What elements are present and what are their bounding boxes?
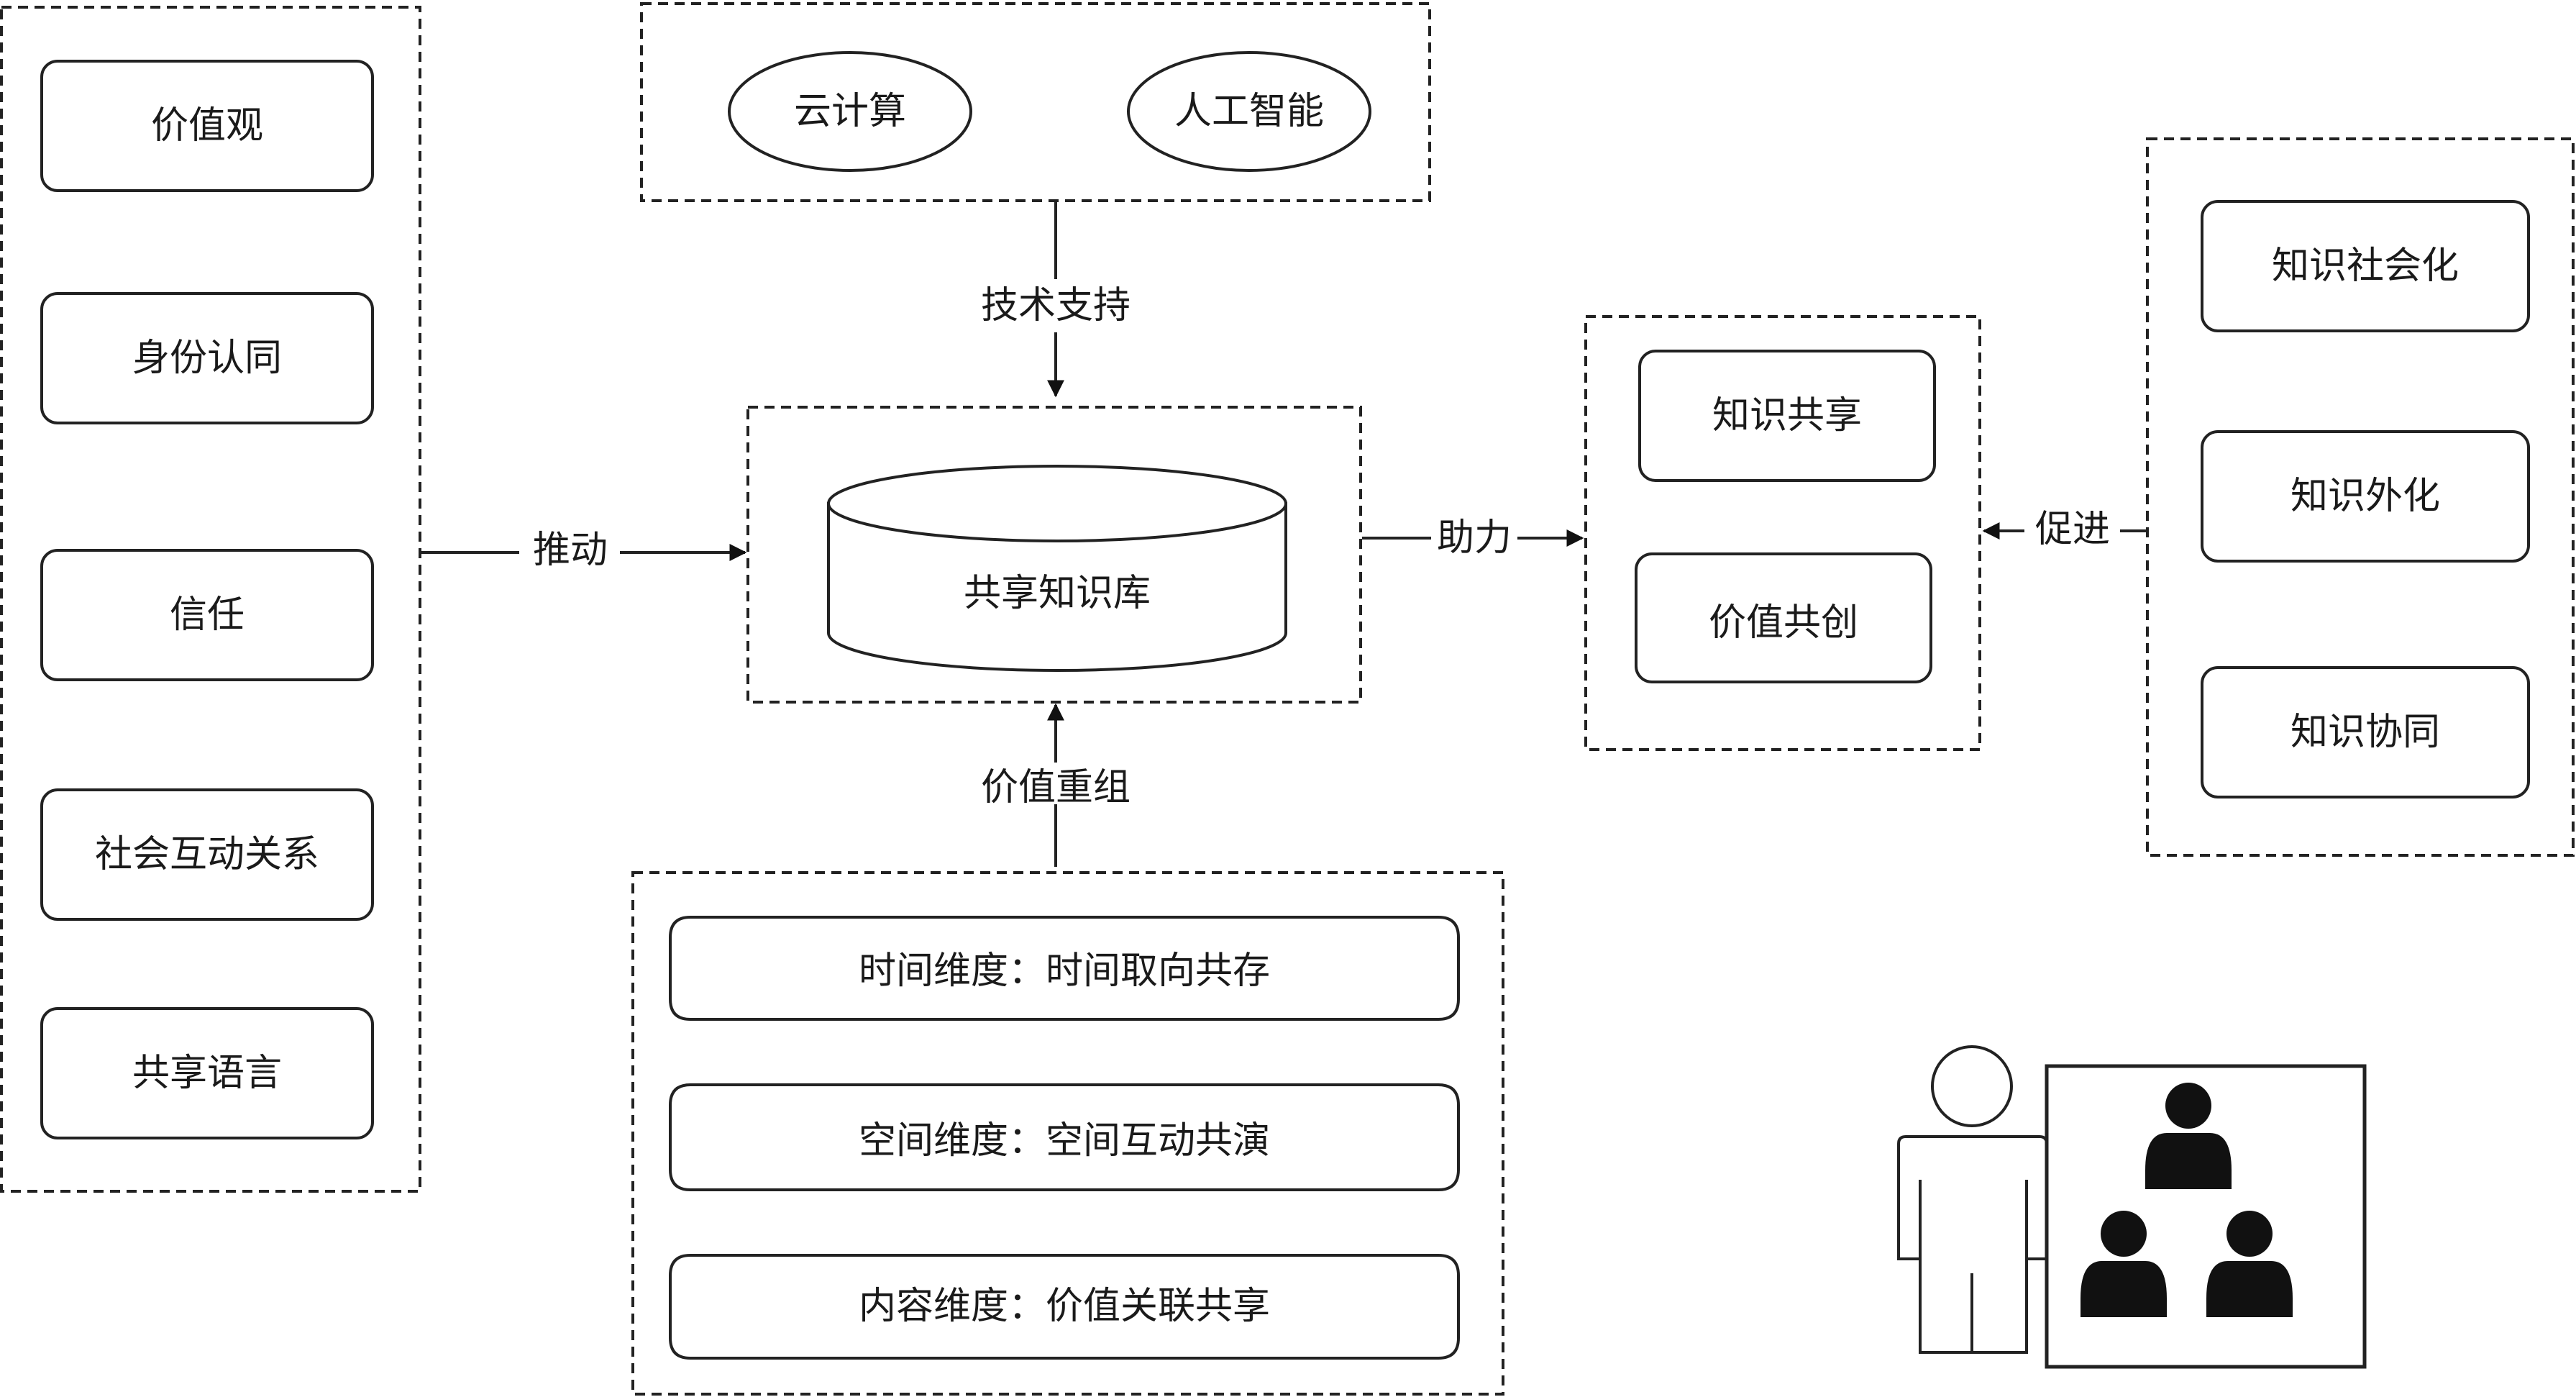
tech-group xyxy=(640,2,1431,202)
right-factor-label: 知识协同 xyxy=(2290,711,2440,754)
right-factor-0: 知识社会化 xyxy=(2201,200,2530,332)
dimension-time: 时间维度：时间取向共存 xyxy=(669,916,1460,1021)
tech-label: 云计算 xyxy=(794,90,906,133)
tech-label: 人工智能 xyxy=(1174,90,1324,133)
left-factor-label: 价值观 xyxy=(151,104,263,147)
knowledge-base-label: 共享知识库 xyxy=(964,572,1151,615)
tech-cloud-computing: 云计算 xyxy=(728,51,972,172)
person-icon xyxy=(1897,1045,2048,1354)
dimension-label: 内容维度：价值关联共享 xyxy=(859,1285,1270,1328)
dimension-label: 时间维度：时间取向共存 xyxy=(859,950,1270,993)
left-factor-0: 价值观 xyxy=(40,60,374,192)
left-factors-group xyxy=(0,6,421,1193)
knowledge-base-cylinder: 共享知识库 xyxy=(827,465,1287,672)
left-factor-2: 信任 xyxy=(40,549,374,681)
right-factor-2: 知识协同 xyxy=(2201,666,2530,798)
left-factor-label: 身份认同 xyxy=(132,337,282,380)
edge-label-assist: 助力 xyxy=(1437,517,1512,560)
right-factor-label: 知识社会化 xyxy=(2272,245,2459,288)
right-factors-group xyxy=(2146,137,2575,857)
group-icon xyxy=(2045,1064,2367,1369)
edge-label-drive: 推动 xyxy=(533,529,608,572)
edge-label-tech-support: 技术支持 xyxy=(981,284,1131,327)
left-factor-label: 信任 xyxy=(170,593,245,637)
outcome-label: 知识共享 xyxy=(1712,394,1862,437)
left-factor-3: 社会互动关系 xyxy=(40,788,374,921)
left-factor-label: 共享语言 xyxy=(132,1052,282,1095)
center-group xyxy=(746,406,1362,704)
dimension-label: 空间维度：空间互动共演 xyxy=(859,1119,1270,1162)
left-factor-1: 身份认同 xyxy=(40,292,374,424)
outcome-label: 价值共创 xyxy=(1709,601,1858,645)
outcome-1: 价值共创 xyxy=(1635,552,1932,683)
edge-label-promote: 促进 xyxy=(2035,508,2110,551)
dimension-space: 空间维度：空间互动共演 xyxy=(669,1083,1460,1191)
left-factor-label: 社会互动关系 xyxy=(95,833,319,876)
outcome-0: 知识共享 xyxy=(1638,350,1936,482)
edge-label-value-reorg: 价值重组 xyxy=(981,766,1131,809)
left-factor-4: 共享语言 xyxy=(40,1007,374,1139)
tech-ai: 人工智能 xyxy=(1127,51,1371,172)
right-factor-1: 知识外化 xyxy=(2201,430,2530,563)
dimensions-group xyxy=(631,871,1504,1396)
dimension-content: 内容维度：价值关联共享 xyxy=(669,1254,1460,1360)
right-factor-label: 知识外化 xyxy=(2290,475,2440,518)
